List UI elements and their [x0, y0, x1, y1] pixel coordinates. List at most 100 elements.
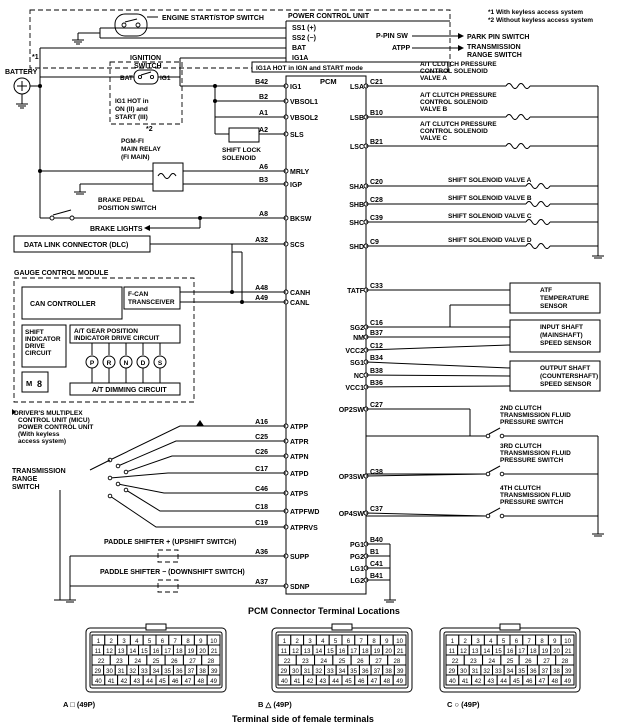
terminal-number: 4 — [489, 639, 493, 645]
terminal-number: 40 — [281, 679, 288, 685]
terminal-number: 3 — [122, 639, 126, 645]
terminal-number: 13 — [304, 649, 311, 655]
terminal-number: 25 — [507, 659, 514, 665]
pcm-pin-name: OP4SW — [339, 511, 365, 518]
terminal-number: 27 — [189, 659, 196, 665]
pcm-pin-number: C25 — [255, 434, 268, 441]
pcm-pin-name: VBSOL2 — [290, 115, 318, 122]
pcm-pin-number: B1 — [370, 549, 379, 556]
clutch_a-label: CONTROL SOLENOID — [420, 68, 488, 75]
atf-label: ATF — [540, 287, 552, 294]
dimming-label: A/T DIMMING CIRCUIT — [92, 387, 167, 394]
pcm-pin-name: ATPS — [290, 491, 308, 498]
terminal-number: 41 — [108, 679, 115, 685]
terminal-number: 5 — [334, 639, 338, 645]
connector-footer: Terminal side of female terminals — [232, 714, 374, 724]
terminal-number: 36 — [530, 669, 537, 675]
pcm-pin-number: C21 — [370, 79, 383, 86]
gear-pos-1: A/T GEAR POSITION — [74, 328, 138, 335]
pcm-pin-number: B10 — [370, 110, 383, 117]
terminal-number: 46 — [172, 679, 179, 685]
pcm-pin-number: A48 — [255, 285, 268, 292]
fcan-label-2: TRANSCEIVER — [128, 299, 175, 306]
terminal-number: 33 — [495, 669, 502, 675]
gauge-label: GAUGE CONTROL MODULE — [14, 270, 109, 277]
pcm-pin-name: VBSOL1 — [290, 99, 318, 106]
terminal-number: 41 — [462, 679, 469, 685]
terminal-number: 20 — [199, 649, 206, 655]
terminal-number: 48 — [197, 679, 204, 685]
pcm-pin-number: C18 — [255, 504, 268, 511]
pcm-pin-number: C9 — [370, 239, 379, 246]
terminal-number: 7 — [360, 639, 364, 645]
ignition-label-2: SWITCH — [134, 63, 162, 70]
terminal-number: 8 — [186, 639, 190, 645]
trs-wires — [54, 425, 286, 601]
terminal-number: 2 — [464, 639, 468, 645]
shift-ind-1: SHIFT — [25, 329, 44, 336]
c4-label: PRESSURE SWITCH — [500, 499, 564, 506]
pcm-pin-number: C39 — [370, 215, 383, 222]
terminal-number: 44 — [146, 679, 153, 685]
terminal-number: 14 — [315, 649, 322, 655]
terminal-number: 48 — [551, 679, 558, 685]
pcm-pin-number: A32 — [255, 237, 268, 244]
terminal-number: 20 — [553, 649, 560, 655]
connector-a-label: A □ (49P) — [63, 700, 96, 709]
pcm-pin-name: NC — [354, 373, 364, 380]
terminal-number: 4 — [135, 639, 139, 645]
terminal-number: 9 — [385, 639, 389, 645]
pcm-pin-number: B40 — [370, 537, 383, 544]
shift-lock-label-1: SHIFT LOCK — [222, 147, 261, 154]
terminal-number: 37 — [188, 669, 195, 675]
pcm-pin-number: C12 — [370, 343, 383, 350]
clutch_c-label: A/T CLUTCH PRESSURE — [420, 121, 497, 128]
output-label: SPEED SENSOR — [540, 381, 592, 388]
terminal-number: 44 — [500, 679, 507, 685]
pcu-ppin: P-PIN SW — [376, 33, 408, 40]
pcm-pin-number: C16 — [370, 320, 383, 327]
terminal-number: 36 — [176, 669, 183, 675]
pcm-pin-number: B37 — [370, 330, 383, 337]
fcan-label-1: F-CAN — [128, 291, 149, 298]
terminal-number: 43 — [487, 679, 494, 685]
pcm-pin-number: C28 — [370, 197, 383, 204]
terminal-number: 16 — [507, 649, 514, 655]
pcm-pin-name: IGP — [290, 182, 302, 189]
connector-title: PCM Connector Terminal Locations — [248, 606, 400, 616]
pcm-pin-number: B21 — [370, 139, 383, 146]
terminal-number: 35 — [164, 669, 171, 675]
terminal-number: 6 — [347, 639, 351, 645]
terminal-number: 19 — [188, 649, 195, 655]
terminal-number: 42 — [121, 679, 128, 685]
pcu-ig1a: IG1A — [292, 55, 308, 62]
terminal-number: 12 — [460, 649, 467, 655]
terminal-number: 21 — [211, 649, 218, 655]
terminal-number: 15 — [141, 649, 148, 655]
terminal-number: 28 — [394, 659, 401, 665]
gear-letter: R — [107, 360, 112, 367]
relay-label-2: MAIN RELAY — [121, 146, 162, 153]
terminal-number: 37 — [374, 669, 381, 675]
shift-ind-4: CIRCUIT — [25, 350, 51, 357]
terminal-number: 42 — [475, 679, 482, 685]
c2-label: 2ND CLUTCH — [500, 405, 542, 412]
terminal-number: 47 — [371, 679, 378, 685]
terminal-number: 40 — [95, 679, 102, 685]
terminal-number: 36 — [362, 669, 369, 675]
terminal-number: 46 — [358, 679, 365, 685]
range-switch-label-2: RANGE SWITCH — [467, 52, 522, 59]
pcm-pin-name: TATF — [347, 288, 365, 295]
pcm-pin-number: A36 — [255, 549, 268, 556]
pcm-pin-name: NM — [353, 335, 364, 342]
terminal-number: 38 — [385, 669, 392, 675]
terminal-number: 29 — [280, 669, 287, 675]
terminal-number: 10 — [210, 639, 217, 645]
clutch_a-label: VALVE A — [420, 75, 447, 82]
terminal-number: 8 — [372, 639, 376, 645]
shift-ind-3: DRIVE — [25, 343, 46, 350]
terminal-number: 32 — [129, 669, 136, 675]
pcm-right-pins: LSAC21LSBB10LSCB21SHAC20SHBC28SHCC39SHDC… — [339, 79, 383, 585]
output-label: (COUNTERSHAFT) — [540, 373, 598, 380]
